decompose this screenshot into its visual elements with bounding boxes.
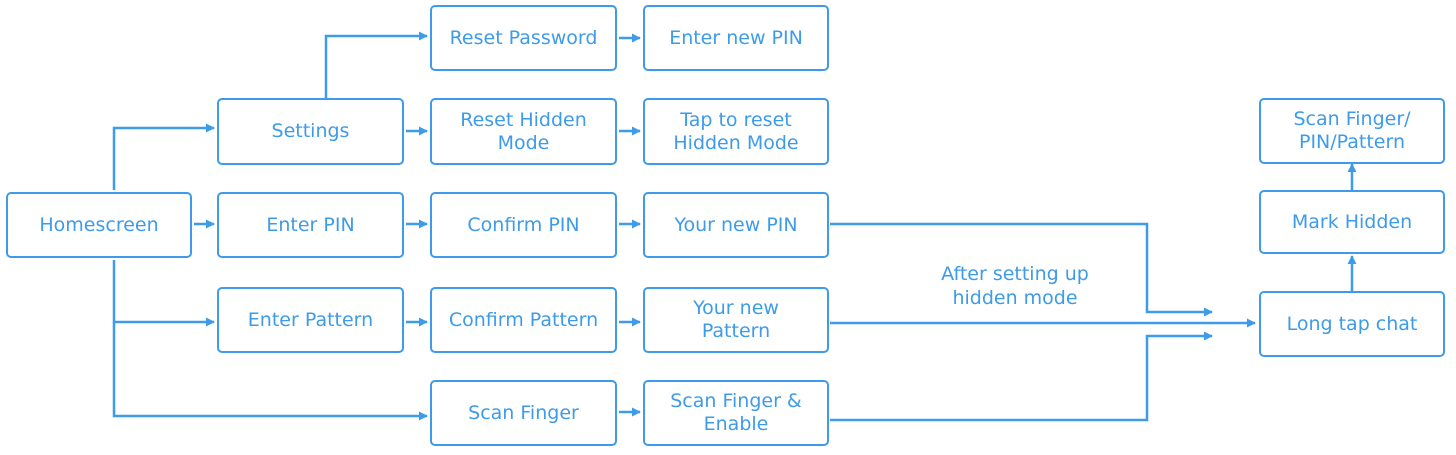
node-scan-finger-pin-pattern: Scan Finger/ PIN/Pattern [1259,98,1445,164]
node-settings: Settings [217,98,404,165]
annotation-after-hidden-mode: After setting up hidden mode [941,263,1089,309]
node-scan-finger: Scan Finger [430,380,617,446]
node-enter-new-pin: Enter new PIN [643,5,829,71]
node-confirm-pattern: Confirm Pattern [430,287,617,353]
edge-homescreen-scan-finger [112,322,428,421]
node-mark-hidden: Mark Hidden [1259,190,1445,254]
node-enter-pin: Enter PIN [217,192,404,258]
node-homescreen: Homescreen [6,192,192,258]
node-scan-finger-enable: Scan Finger & Enable [643,380,829,446]
node-your-new-pattern: Your new Pattern [643,287,829,353]
edge-homescreen-enter-pattern [112,260,215,327]
node-your-new-pin: Your new PIN [643,192,829,258]
edge-scan-enable-long-tap [830,331,1213,422]
node-enter-pattern: Enter Pattern [217,287,404,353]
node-long-tap-chat: Long tap chat [1259,291,1445,357]
node-reset-hidden-mode: Reset Hidden Mode [430,98,617,165]
edge-settings-reset-password [324,31,428,98]
edge-homescreen-settings [112,123,215,190]
node-tap-to-reset-hidden-mode: Tap to reset Hidden Mode [643,98,829,165]
edge-your-new-pin-long-tap [830,222,1213,317]
node-confirm-pin: Confirm PIN [430,192,617,258]
node-reset-password: Reset Password [430,5,617,71]
